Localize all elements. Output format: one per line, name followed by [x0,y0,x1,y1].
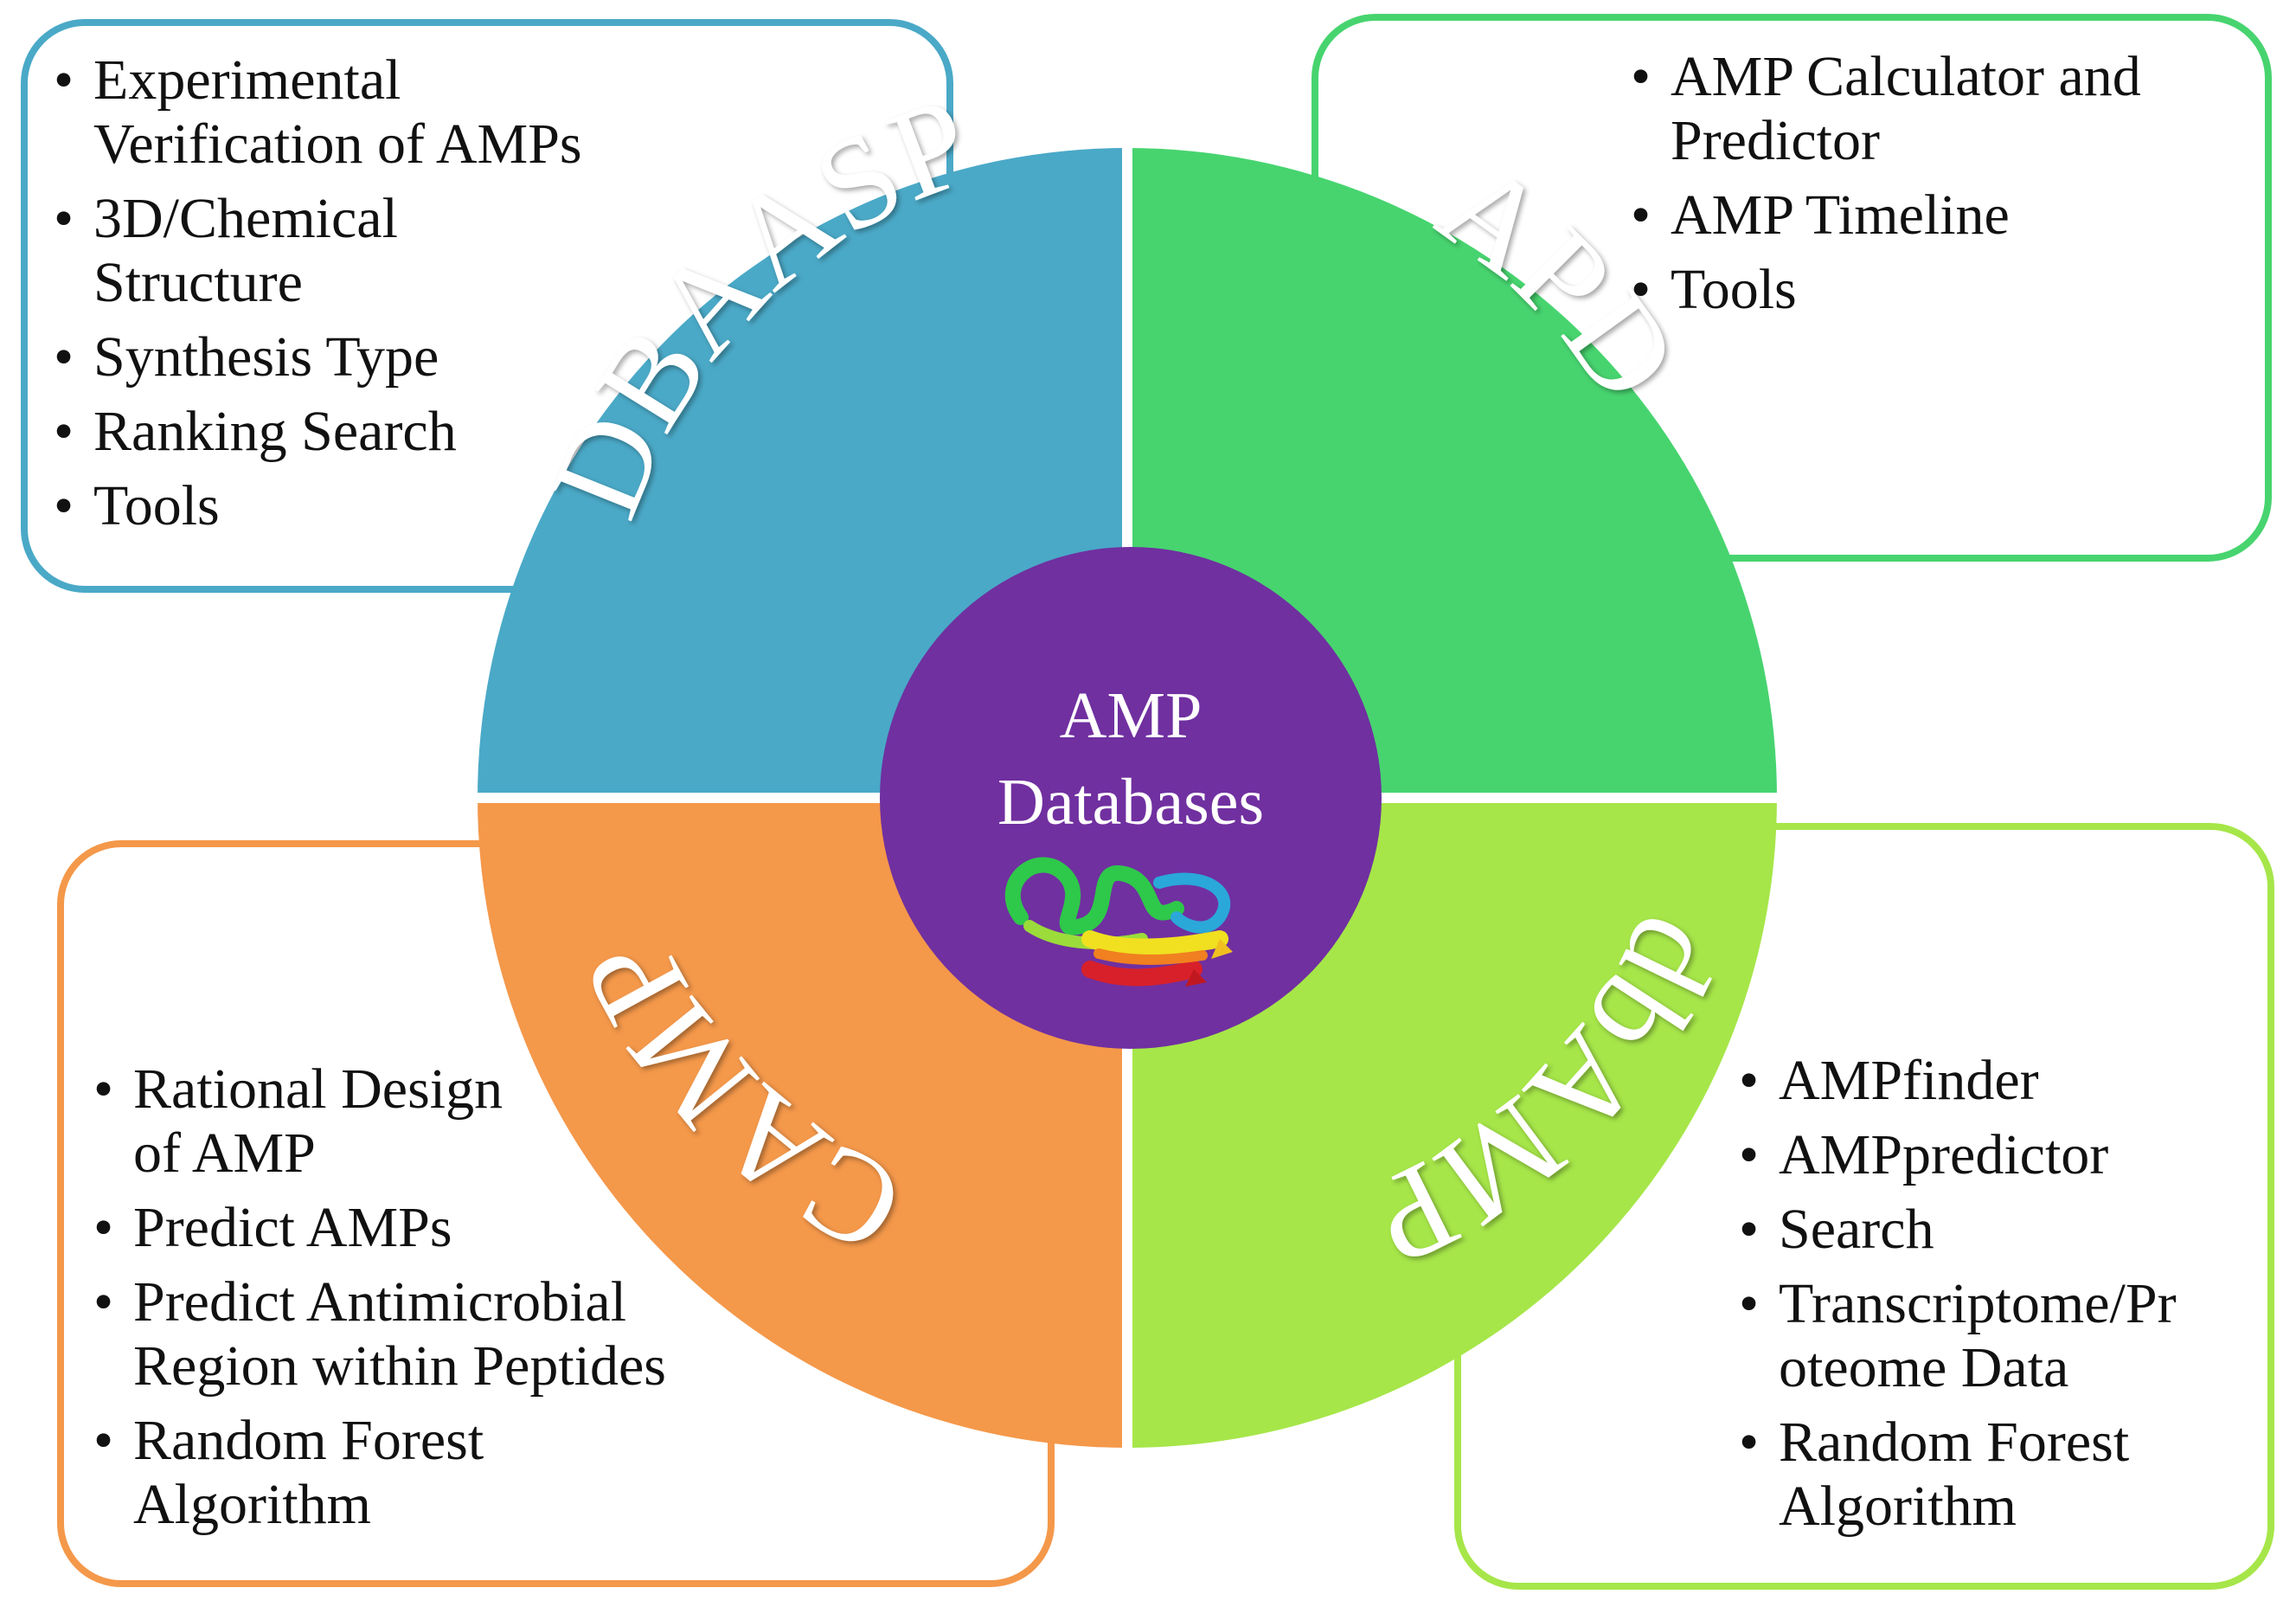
list-item: Ranking Search [54,400,677,464]
list-item: Random Forest Algorithm [1739,1411,2258,1539]
list-item: AMP Calculator and Predictor [1631,45,2254,173]
apd-feature-list: AMP Calculator and Predictor AMP Timelin… [1631,45,2254,332]
list-item: Predict Antimicrobial Region within Pept… [93,1270,751,1398]
dbamp-feature-list: AMPfinder AMPpredictor Search Transcript… [1739,1049,2258,1549]
list-item: Rational Design of AMP [93,1057,751,1186]
list-item: Predict AMPs [93,1196,751,1260]
center-title-line2: Databases [997,766,1264,839]
list-item: Tools [1631,258,2254,322]
center-title-line1: AMP [1060,679,1203,752]
dbaasp-feature-list: Experimental Verification of AMPs 3D/Che… [54,48,677,549]
list-item: Transcriptome/Pr oteome Data [1739,1272,2258,1400]
camp-feature-list: Rational Design of AMP Predict AMPs Pred… [93,1057,751,1547]
list-item: Tools [54,474,677,538]
list-item: AMP Timeline [1631,183,2254,247]
list-item: Synthesis Type [54,325,677,389]
list-item: Random Forest Algorithm [93,1409,751,1537]
list-item: Experimental Verification of AMPs [54,48,677,177]
list-item: AMPfinder [1739,1049,2258,1113]
list-item: Search [1739,1198,2258,1262]
protein-ribbon-image [1004,857,1233,987]
center-circle [880,547,1382,1049]
list-item: AMPpredictor [1739,1123,2258,1187]
list-item: 3D/Chemical Structure [54,187,677,315]
